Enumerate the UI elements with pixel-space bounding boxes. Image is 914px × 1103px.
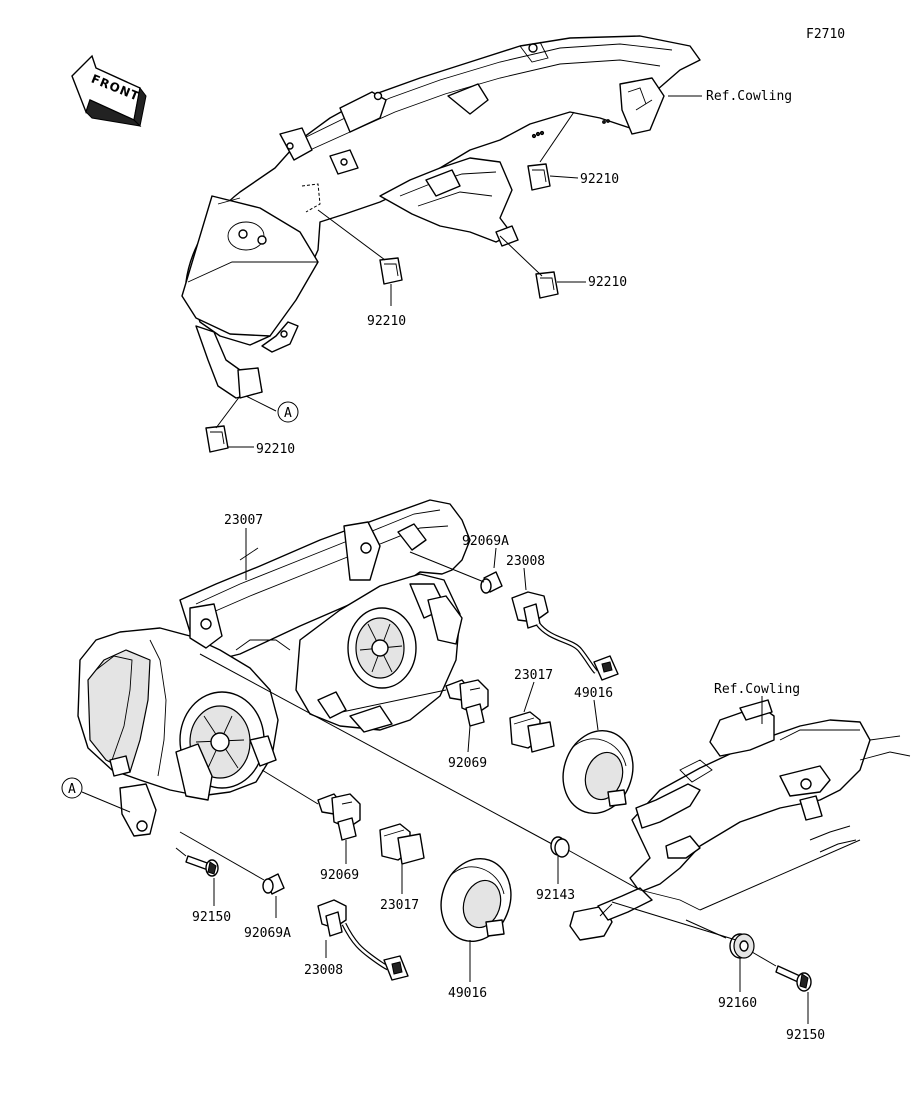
part-label-92069-lower: 92069 [320, 868, 359, 883]
bulb-92069A-upper [480, 571, 503, 594]
collar-92143 [550, 836, 570, 858]
part-label-23007: 23007 [224, 513, 263, 528]
upper-inner-cowling-illustration [181, 35, 701, 399]
bolt-92150-left [185, 855, 219, 877]
socket-23017-upper [509, 711, 555, 753]
socket-harness-23008-upper [511, 591, 619, 681]
socket-harness-23008-lower [317, 899, 409, 981]
part-label-49016-lower: 49016 [448, 986, 487, 1001]
part-label-92210-center: 92210 [367, 314, 406, 329]
front-arrow-icon: FRONT [71, 54, 147, 128]
washer-92160 [729, 933, 755, 959]
part-label-23017-upper: 23017 [514, 668, 553, 683]
bulb-92069A-lower [262, 873, 285, 895]
rubber-cap-49016-upper [562, 729, 634, 815]
part-label-92069A-upper: 92069A [462, 534, 509, 549]
clip-nut-92210-right-upper [527, 163, 551, 191]
callout-a-top: A [277, 401, 299, 423]
part-label-92150-left: 92150 [192, 910, 231, 925]
ref-cowling-label-bottom: Ref.Cowling [714, 682, 800, 697]
figure-code: F2710 [806, 27, 845, 42]
part-label-92160: 92160 [718, 996, 757, 1011]
upper-leader-lines [215, 95, 702, 448]
part-label-92210-right-upper: 92210 [580, 172, 619, 187]
part-label-23008-upper: 23008 [506, 554, 545, 569]
clip-nut-92210-center [379, 257, 403, 285]
part-label-92069-upper: 92069 [448, 756, 487, 771]
part-label-92143: 92143 [536, 888, 575, 903]
rubber-cap-49016-lower [440, 857, 512, 943]
part-label-92150-right: 92150 [786, 1028, 825, 1043]
part-label-92210-left-lower: 92210 [256, 442, 295, 457]
callout-a-bottom-letter: A [68, 782, 76, 797]
stay-bracket-illustration [569, 699, 911, 941]
socket-23017-lower [379, 823, 425, 865]
part-label-92069A-lower: 92069A [244, 926, 291, 941]
clip-nut-92210-right-lower [535, 271, 559, 299]
bulb-92069-lower [317, 793, 361, 841]
headlight-assembly-illustration [77, 499, 471, 837]
bulb-92069-upper [445, 679, 489, 727]
ref-cowling-label-top: Ref.Cowling [706, 89, 792, 104]
part-label-23017-lower: 23017 [380, 898, 419, 913]
bolt-92150-right [775, 965, 812, 992]
callout-a-bottom: A [61, 777, 83, 799]
part-label-92210-right-lower: 92210 [588, 275, 627, 290]
lower-leader-lines [81, 528, 861, 1024]
clip-nut-92210-left-lower [205, 425, 229, 453]
callout-a-top-letter: A [284, 406, 292, 421]
part-label-49016-upper: 49016 [574, 686, 613, 701]
part-label-23008-lower: 23008 [304, 963, 343, 978]
